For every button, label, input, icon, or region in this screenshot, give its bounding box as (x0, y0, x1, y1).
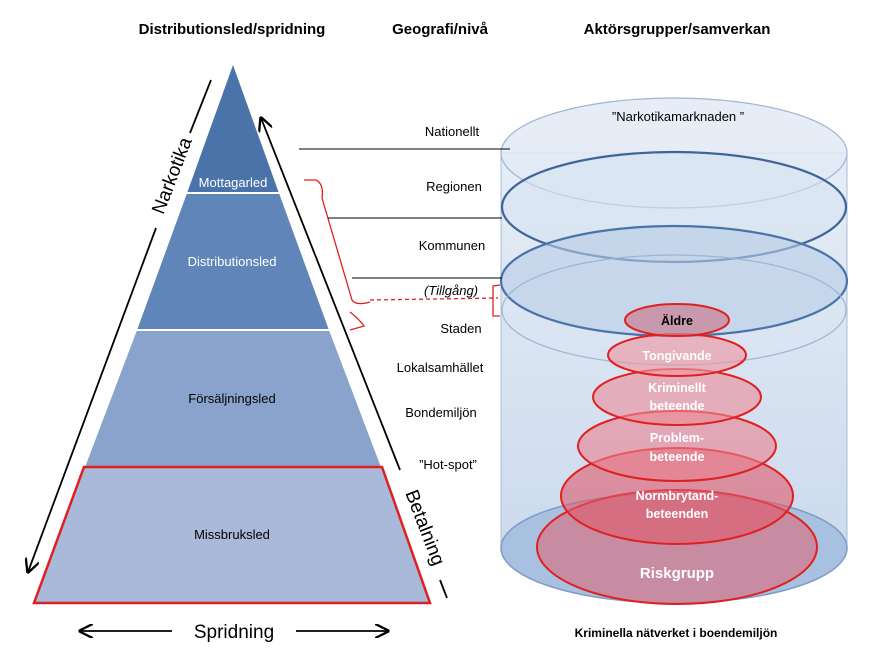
pyramid: Mottagarled Distributionsled Försäljning… (32, 59, 432, 605)
actor-aldre (624, 303, 730, 337)
geo-regionen: Regionen (426, 179, 482, 194)
red-dashed-link (369, 297, 499, 301)
header-actors: Aktörsgrupper/samverkan (584, 21, 771, 38)
actor-label-aldre: Äldre (661, 313, 693, 328)
cylinder-top-label: ”Narkotikamarknaden ” (612, 109, 744, 124)
geography-levels: Nationellt Regionen Kommunen (Tillgång) … (397, 124, 486, 472)
geo-staden: Staden (440, 321, 481, 336)
pyramid-label-distributionsled: Distributionsled (188, 254, 277, 269)
pyramid-level-missbruksled (32, 465, 432, 605)
geo-bondemiljon: Bondemiljön (405, 405, 477, 420)
pyramid-label-missbruksled: Missbruksled (194, 527, 270, 542)
betalning-arrow-tail (439, 579, 448, 599)
actor-label-normbrytande-1: Normbrytand- (636, 489, 719, 503)
geo-nationellt: Nationellt (425, 124, 480, 139)
narkotika-arrow-bottom (28, 227, 157, 572)
geo-hotspot: ”Hot-spot” (419, 457, 477, 472)
actor-label-tongivande: Tongivande (642, 349, 711, 363)
red-bracket-right (304, 179, 371, 305)
pyramid-label-forsaljningsled: Försäljningsled (188, 391, 275, 406)
header-geography: Geografi/nivå (392, 21, 489, 38)
actor-groups: Äldre Tongivande Kriminellt beteende Pro… (536, 303, 818, 605)
spridning-label: Spridning (194, 622, 274, 643)
geo-lokalsamhallet: Lokalsamhället (397, 360, 484, 375)
red-bracket-small (492, 284, 501, 317)
betalning-arrow (261, 118, 401, 471)
narkotika-arrow-top (189, 79, 212, 134)
pyramid-level-mottagarled (184, 59, 282, 194)
actor-kriminellt (592, 368, 762, 426)
actor-label-problem-2: beteende (650, 450, 705, 464)
actor-label-problem-1: Problem- (650, 431, 704, 445)
red-bracket-left (349, 311, 366, 331)
geo-tillgang: (Tillgång) (424, 283, 478, 298)
actor-label-normbrytande-2: beteenden (646, 507, 709, 521)
header-distribution: Distributionsled/spridning (139, 21, 326, 38)
geo-kommunen: Kommunen (419, 238, 485, 253)
actor-label-kriminellt-2: beteende (650, 399, 705, 413)
pyramid-label-mottagarled: Mottagarled (199, 175, 268, 190)
actor-label-kriminellt-1: Kriminellt (648, 381, 706, 395)
cylinder-bottom-label: Kriminella nätverket i boendemiljön (575, 626, 778, 640)
actor-label-riskgrupp: Riskgrupp (640, 565, 714, 582)
